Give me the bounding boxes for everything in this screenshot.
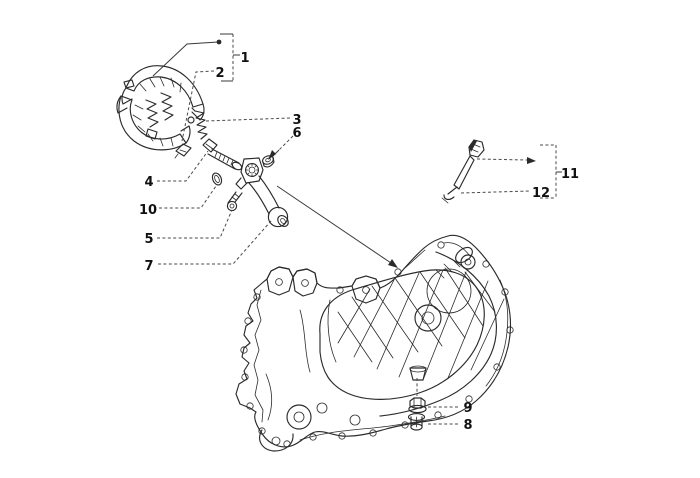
crankcase [235,234,514,452]
callout-2: 2 [181,66,225,142]
callout-5-label: 5 [144,232,153,247]
callout-1-leader [152,41,219,77]
brake-camshaft [202,138,243,171]
callout-12: 12 [460,186,550,201]
callout-4: 4 [144,150,209,190]
callout-7-leader [158,220,272,265]
callout-6: 6 [268,126,302,160]
retainer-clip [174,143,192,159]
callout-2-leader [181,70,215,142]
callout-12-label: 12 [532,186,550,201]
callout-9-label: 9 [463,401,472,416]
spring [191,107,208,140]
callout-4-label: 4 [144,175,153,190]
mounting-lugs [266,266,381,304]
callout-7-label: 7 [144,259,153,274]
shoe-springs [145,92,174,128]
bolt-bosses [240,241,514,448]
pinch-bolt [226,191,243,212]
callout-1-dot [216,39,222,45]
crankcase-ribs [337,267,505,381]
callout-8-label: 8 [463,418,472,433]
callout-12-leader [460,190,531,194]
washer [261,155,275,168]
callout-10: 10 [139,185,217,218]
callout-10-leader [159,185,217,209]
callout-11-leader [476,158,528,161]
callout-11: 11 [476,144,579,199]
callout-8: 8 [416,378,473,433]
callout-3-leader [205,117,291,122]
brake-lever-arm [235,157,289,228]
callout-6-arrowhead [268,150,276,160]
callout-4-leader [157,150,209,182]
callout-6-label: 6 [292,126,301,141]
callout-9: 9 [428,401,473,416]
callout-11-bracket [540,144,557,199]
callout-11-arrowhead [527,157,536,164]
callout-1-label: 1 [240,51,249,66]
callout-6-leader [278,135,294,151]
bolt [407,413,426,431]
shoe-hatching [132,76,182,147]
oil-dipstick [441,139,485,204]
callout-5-leader [157,209,233,239]
flange-nut [408,397,427,414]
assembly-arrow [276,185,398,268]
callout-2-label: 2 [215,66,224,81]
callout-11-label: 11 [561,167,579,182]
brake-shoe-assembly [116,65,205,151]
callout-5: 5 [144,209,233,247]
callout-10-label: 10 [139,203,157,218]
callout-3: 3 [205,113,302,128]
callout-1: 1 [152,33,250,82]
callout-7: 7 [144,220,272,274]
callout-3-label: 3 [292,113,301,128]
o-ring [211,172,223,186]
